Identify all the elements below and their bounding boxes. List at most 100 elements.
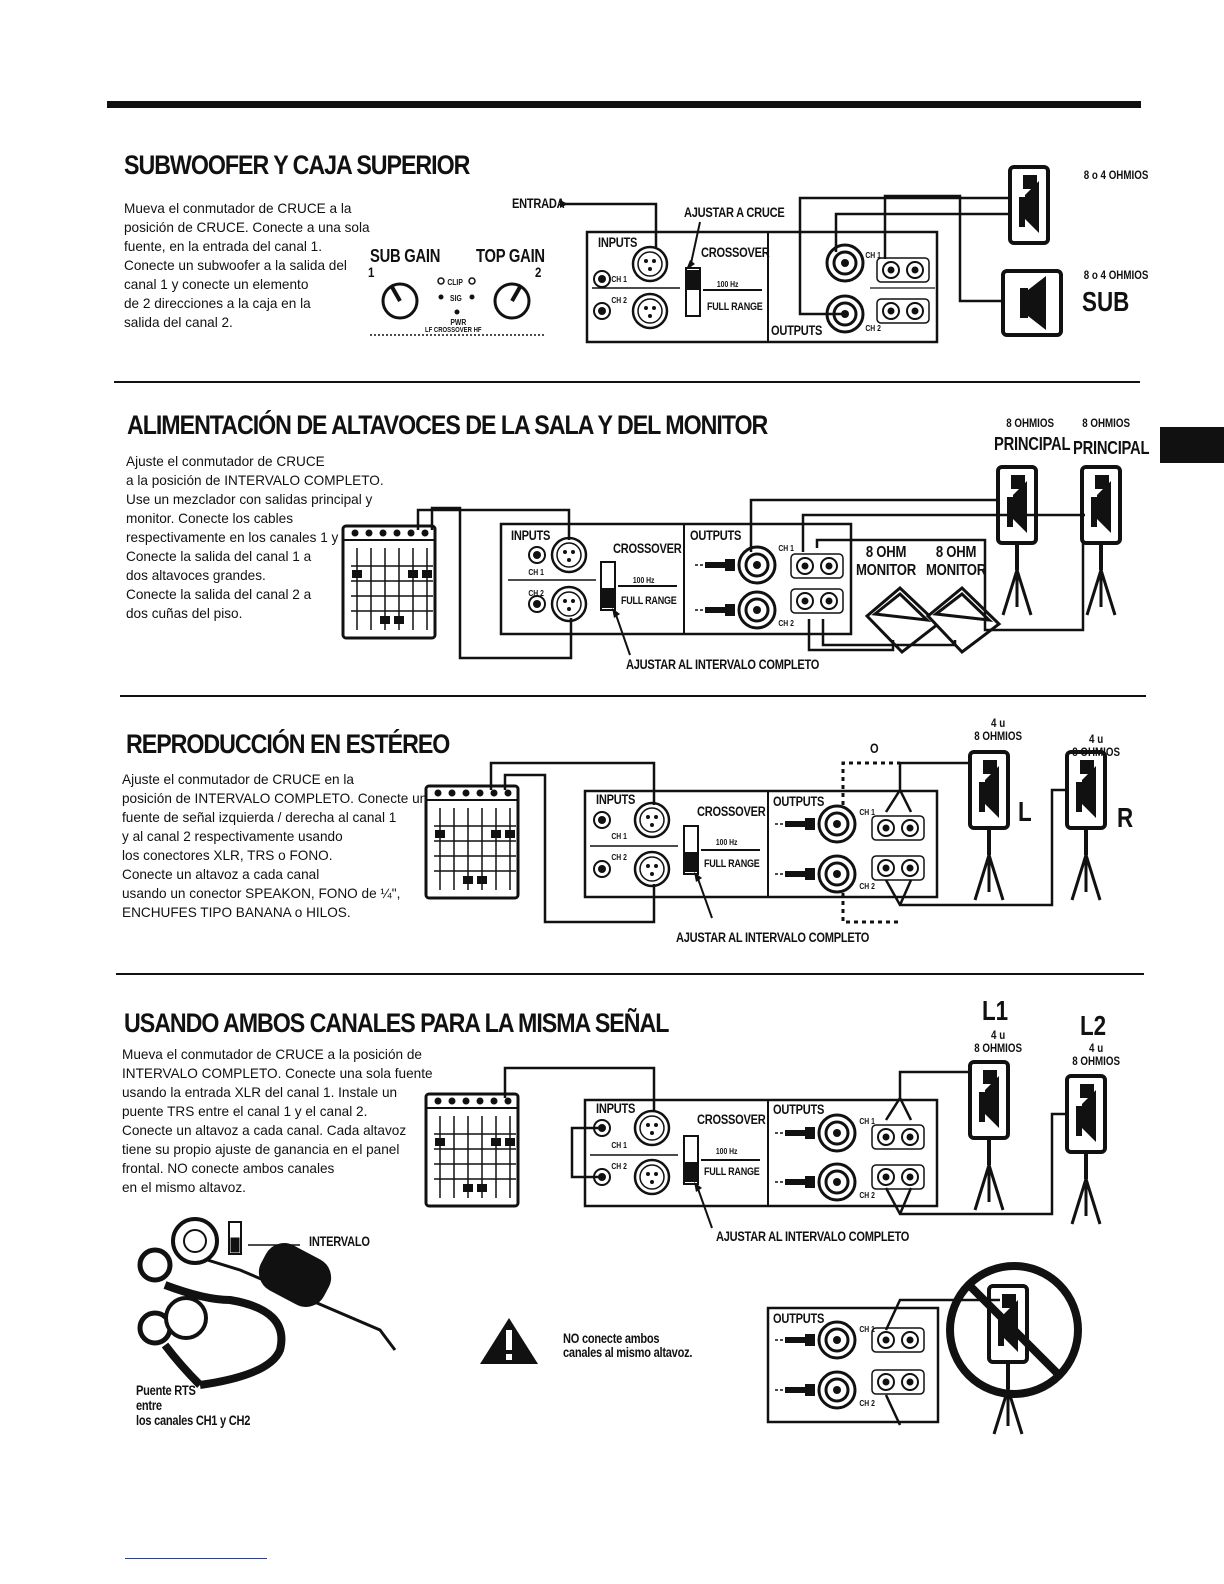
speaker-top-box (1008, 165, 1050, 245)
label-l: L (1018, 796, 1032, 827)
label-ch1-s4: CH 1 (611, 1141, 627, 1150)
label-r: R (1117, 802, 1134, 833)
label-crossover-4: CROSSOVER (697, 1112, 766, 1127)
label-monitor-a: 8 OHM MONITOR (856, 544, 917, 579)
label-sub: SUB (1082, 286, 1130, 317)
label-ohm48-l2: 4 u 8 OHMIOS (1072, 1043, 1121, 1068)
prohibited-sign (946, 1262, 1082, 1436)
label-ohm48-l: 4 u 8 OHMIOS (974, 718, 1023, 743)
label-full-range-1: FULL RANGE (707, 301, 763, 313)
wires-bottom (884, 1298, 1000, 1426)
label-sig: SIG (450, 294, 462, 303)
mixer-2 (341, 524, 437, 640)
monitor-wedges (864, 585, 1002, 655)
label-clip: CLIP (447, 278, 463, 287)
label-full-range-2: FULL RANGE (621, 595, 677, 607)
label-ch2-out-bottom: CH 2 (859, 1399, 875, 1408)
label-crossover-2: CROSSOVER (613, 541, 682, 556)
label-full-range-4: FULL RANGE (704, 1166, 760, 1178)
label-ch2-out-3: CH 2 (859, 882, 875, 891)
label-ch1-out-4: CH 1 (859, 1117, 875, 1126)
footer-link-line[interactable] (125, 1558, 267, 1559)
label-outputs-4: OUTPUTS (773, 1102, 825, 1117)
label-knob-1: 1 (368, 264, 375, 280)
label-inputs-4: INPUTS (596, 1101, 636, 1116)
label-ch1-s2: CH 1 (528, 568, 544, 577)
section-title-sala-monitor: ALIMENTACIÓN DE ALTAVOCES DE LA SALA Y D… (127, 410, 768, 440)
label-ch1-s3: CH 1 (611, 832, 627, 841)
label-ohm-sub: 8 o 4 OHMIOS (1083, 270, 1149, 282)
section-text-estereo: Ajuste el conmutador de CRUCE en la posi… (122, 772, 435, 920)
amp-panel-2 (499, 522, 853, 636)
label-outputs-1: OUTPUTS (771, 323, 823, 338)
speaker-right (1065, 750, 1107, 830)
label-ch2-s3: CH 2 (611, 853, 627, 862)
mixer-3 (424, 784, 520, 900)
page-tab-marker (1160, 427, 1224, 463)
label-o: O (870, 741, 879, 756)
label-ohm48-l1: 4 u 8 OHMIOS (974, 1030, 1023, 1055)
cable-illustration (137, 1217, 397, 1389)
label-ohm48-r: 4 u 8 OHMIOS (1072, 734, 1121, 759)
label-ajustar-intervalo-4: AJUSTAR AL INTERVALO COMPLETO (716, 1229, 910, 1244)
label-outputs-2: OUTPUTS (690, 528, 742, 543)
label-entrada: ENTRADA (512, 196, 565, 211)
speaker-l1 (968, 1060, 1010, 1140)
speaker-principal-1 (996, 465, 1038, 545)
label-ajustar-intervalo-2: AJUSTAR AL INTERVALO COMPLETO (626, 657, 820, 672)
dotted-alt-wire (841, 761, 900, 924)
section-title-estereo: REPRODUCCIÓN EN ESTÉREO (126, 729, 450, 759)
mixer-4 (424, 1092, 520, 1208)
amp-panel-3 (583, 789, 939, 899)
wires-section-2 (416, 498, 1085, 660)
subwoofer-box (1001, 269, 1063, 337)
label-ch1-out-2: CH 1 (778, 544, 794, 553)
label-pwr: PWR (450, 318, 467, 327)
label-ch2-s4: CH 2 (611, 1162, 627, 1171)
section-divider (116, 973, 1144, 975)
label-ajustar-intervalo-3: AJUSTAR AL INTERVALO COMPLETO (676, 930, 870, 945)
label-hz-2: 100 Hz (632, 576, 655, 585)
wires-section-1 (565, 194, 1010, 316)
wires-section-3 (489, 761, 1069, 924)
label-knob-2: 2 (535, 264, 542, 280)
label-warning: NO conecte ambos canales al mismo altavo… (563, 1331, 693, 1360)
label-principal-b: PRINCIPAL (1073, 438, 1150, 458)
label-ch1-s1: CH 1 (611, 275, 627, 284)
section-text-sala-monitor: Ajuste el conmutador de CRUCE a la posic… (126, 454, 384, 621)
label-ch2-out-2: CH 2 (778, 619, 794, 628)
label-monitor-b: 8 OHM MONITOR (926, 544, 987, 579)
label-crossover-1: CROSSOVER (701, 245, 770, 260)
label-outputs-3: OUTPUTS (773, 794, 825, 809)
section-divider (120, 695, 1146, 697)
label-l2: L2 (1080, 1010, 1107, 1041)
section-title-subwoofer: SUBWOOFER Y CAJA SUPERIOR (124, 150, 470, 180)
label-lf-crossover-hf: LF CROSSOVER HF (424, 327, 482, 334)
wires-section-4 (503, 1066, 1069, 1216)
label-ohm-top: 8 o 4 OHMIOS (1083, 170, 1149, 182)
label-full-range-3: FULL RANGE (704, 858, 760, 870)
speaker-l2 (1065, 1074, 1107, 1154)
amp-panel-outputs-bottom (766, 1306, 940, 1424)
label-outputs-bottom: OUTPUTS (773, 1311, 825, 1326)
label-ch2-s2: CH 2 (528, 589, 544, 598)
warning-icon (480, 1318, 538, 1364)
label-intervalo: INTERVALO (309, 1234, 370, 1249)
label-ajustar-cruce: AJUSTAR A CRUCE (684, 205, 785, 220)
section-text-subwoofer: Mueva el conmutador de CRUCE a la posici… (124, 201, 370, 330)
label-ohm8-a: 8 OHMIOS (1006, 418, 1055, 430)
amp-panel-4 (583, 1098, 939, 1208)
label-hz-4: 100 Hz (715, 1147, 738, 1156)
label-inputs-3: INPUTS (596, 792, 636, 807)
speaker-left (968, 750, 1010, 830)
label-sub-gain: SUB GAIN (370, 246, 441, 266)
section-divider (114, 381, 1140, 383)
label-hz-1: 100 Hz (716, 280, 739, 289)
label-principal-a: PRINCIPAL (994, 434, 1071, 454)
label-top-gain: TOP GAIN (476, 246, 545, 266)
section-title-misma-senal: USANDO AMBOS CANALES PARA LA MISMA SEÑAL (124, 1008, 669, 1038)
speaker-principal-2 (1080, 465, 1122, 545)
amp-panel-1 (585, 230, 939, 344)
gain-knobs (370, 277, 545, 336)
